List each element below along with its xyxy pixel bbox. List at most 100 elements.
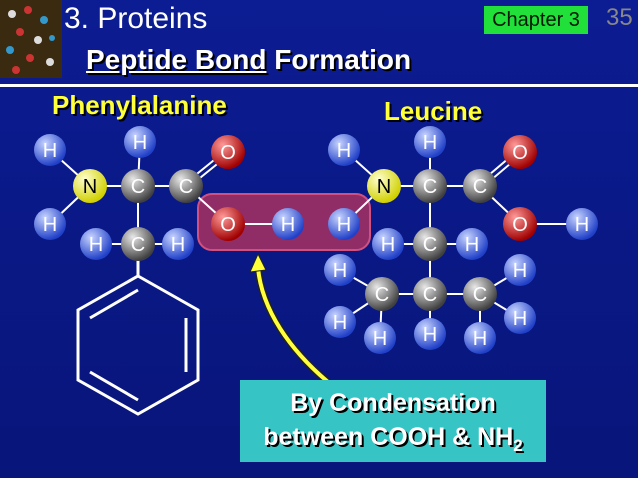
hydrogen-atom-circle — [124, 126, 156, 158]
oxygen-atom: O — [503, 207, 537, 241]
oxygen-atom-label: O — [512, 142, 528, 164]
hydrogen-atom: H — [566, 208, 598, 240]
carbon-atom-circle — [121, 227, 155, 261]
carbon-atom: C — [121, 169, 155, 203]
header-divider — [0, 84, 638, 87]
carbon-atom: C — [463, 169, 497, 203]
oxygen-atom-circle — [211, 207, 245, 241]
hydrogen-atom-circle — [328, 134, 360, 166]
phenylalanine-label: Phenylalanine — [52, 90, 227, 120]
hydrogen-atom-circle — [504, 254, 536, 286]
slide-subtitle: Peptide Bond Formation — [86, 44, 411, 76]
carbon-atom: C — [413, 169, 447, 203]
carbon-atom-label: C — [423, 234, 437, 256]
leucine-label: Leucine — [384, 96, 483, 126]
hydrogen-atom: H — [34, 134, 66, 166]
carbon-atom: C — [169, 169, 203, 203]
caption-line2: between COOH & NH — [263, 423, 514, 451]
hydrogen-atom-label: H — [465, 234, 479, 256]
carbon-atom-label: C — [423, 284, 437, 306]
hydrogen-atom-label: H — [333, 260, 347, 282]
hydrogen-atom-label: H — [337, 214, 351, 236]
benzene-ring — [76, 274, 200, 416]
subtitle-peptide-bond: Peptide Bond — [86, 44, 267, 75]
hydrogen-atom-circle — [364, 322, 396, 354]
hydrogen-atom-circle — [414, 126, 446, 158]
hydrogen-atom-circle — [414, 318, 446, 350]
carbon-atom-label: C — [179, 176, 193, 198]
carbon-atom-circle — [413, 227, 447, 261]
hydrogen-atom-label: H — [575, 214, 589, 236]
logo-graphic — [6, 6, 55, 74]
caption-line1: By Condensation — [290, 389, 496, 417]
hydrogen-atom: H — [464, 322, 496, 354]
hydrogen-atom: H — [328, 208, 360, 240]
hydrogen-atom-circle — [566, 208, 598, 240]
oxygen-atom-circle — [503, 135, 537, 169]
carbon-atom-label: C — [375, 284, 389, 306]
hydrogen-atom: H — [34, 208, 66, 240]
hydrogen-atom-label: H — [43, 140, 57, 162]
carbon-atom: C — [365, 277, 399, 311]
hydrogen-atom-circle — [324, 254, 356, 286]
hydrogen-atom-circle — [80, 228, 112, 260]
hydrogen-atom: H — [124, 126, 156, 158]
carbon-atom-circle — [121, 169, 155, 203]
hydrogen-atom: H — [456, 228, 488, 260]
carbon-atom-circle — [413, 277, 447, 311]
oxygen-atom-circle — [211, 135, 245, 169]
hydrogen-atom: H — [504, 254, 536, 286]
carbon-atom: C — [413, 277, 447, 311]
carbon-atom-label: C — [423, 176, 437, 198]
caption-subscript: 2 — [513, 436, 523, 455]
hydrogen-atom-label: H — [513, 308, 527, 330]
hydrogen-atom: H — [324, 306, 356, 338]
chapter-badge: Chapter 3 — [484, 6, 588, 34]
carbon-atom-circle — [365, 277, 399, 311]
subtitle-formation: Formation — [266, 44, 412, 75]
hydrogen-atom-label: H — [513, 260, 527, 282]
oxygen-atom-label: O — [512, 214, 528, 236]
nitrogen-atom-circle — [73, 169, 107, 203]
oxygen-atom: O — [211, 207, 245, 241]
hydrogen-atom-circle — [34, 134, 66, 166]
carbon-atom: C — [463, 277, 497, 311]
hydrogen-atom-label: H — [381, 234, 395, 256]
carbon-atom-label: C — [131, 234, 145, 256]
molecule-logo-icon — [0, 0, 62, 78]
carbon-atom-label: C — [473, 176, 487, 198]
hydrogen-atom: H — [414, 126, 446, 158]
nitrogen-atom-label: N — [83, 176, 97, 198]
oxygen-atom: O — [211, 135, 245, 169]
hydrogen-atom-circle — [504, 302, 536, 334]
hydrogen-atom: H — [328, 134, 360, 166]
oxygen-atom-circle — [503, 207, 537, 241]
hydrogen-atom-label: H — [337, 140, 351, 162]
hydrogen-atom-label: H — [281, 214, 295, 236]
hydrogen-atom-label: H — [373, 328, 387, 350]
hydrogen-atom-label: H — [333, 312, 347, 334]
nitrogen-atom-circle — [367, 169, 401, 203]
hydrogen-atom: H — [372, 228, 404, 260]
hydrogen-atom: H — [80, 228, 112, 260]
slide-title: 3. Proteins — [64, 2, 208, 35]
oxygen-atom-label: O — [220, 142, 236, 164]
hydrogen-atom: H — [414, 318, 446, 350]
carbon-atom: C — [413, 227, 447, 261]
hydrogen-atom-circle — [162, 228, 194, 260]
condensation-arrow — [249, 252, 331, 385]
hydrogen-atom: H — [324, 254, 356, 286]
hydrogen-atom-label: H — [171, 234, 185, 256]
oxygen-atom: O — [503, 135, 537, 169]
hydrogen-atom: H — [504, 302, 536, 334]
hydrogen-atom-circle — [456, 228, 488, 260]
hydrogen-atom: H — [364, 322, 396, 354]
nitrogen-atom-label: N — [377, 176, 391, 198]
hydrogen-atom-circle — [272, 208, 304, 240]
caption-box: By Condensation between COOH & NH2 — [240, 380, 546, 462]
carbon-atom-label: C — [131, 176, 145, 198]
hydrogen-atom-circle — [372, 228, 404, 260]
hydrogen-atom-label: H — [43, 214, 57, 236]
